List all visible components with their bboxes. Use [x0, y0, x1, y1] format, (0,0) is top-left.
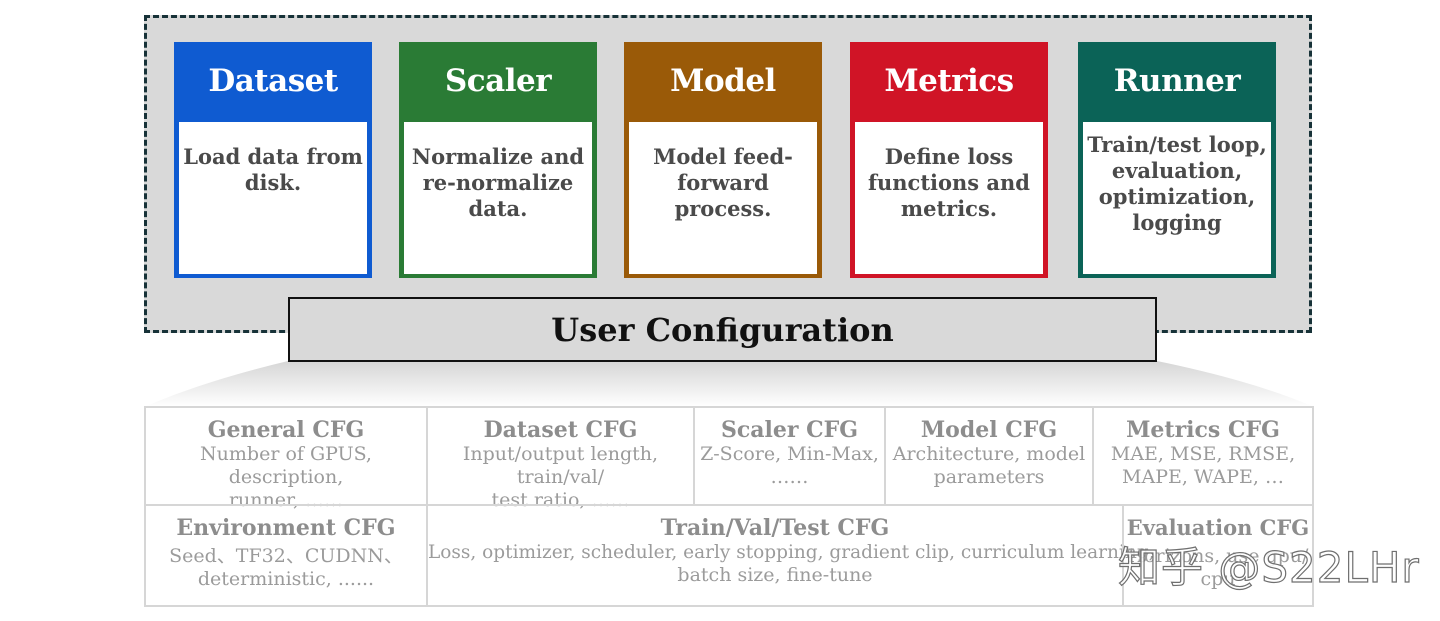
module-desc-line: metrics. — [900, 196, 998, 221]
config-desc-line: Loss, optimizer, scheduler, early stoppi… — [428, 542, 1155, 563]
module-scaler: Scaler Normalize and re-normalize data. — [399, 42, 597, 278]
module-description: Train/test loop, evaluation, optimizatio… — [1083, 122, 1271, 274]
config-cell-evaluation: Evaluation CFG Horizons, use gpu/ cpu — [1122, 504, 1314, 607]
config-desc-line: Input/output length, train/val/ — [462, 443, 659, 488]
module-runner: Runner Train/test loop, evaluation, opti… — [1078, 42, 1276, 278]
watermark-text: 知乎 @S22LHr — [1117, 542, 1420, 592]
module-dataset: Dataset Load data from disk. — [174, 42, 372, 278]
module-title: Scaler — [444, 63, 552, 99]
config-cell-dataset: Dataset CFG Input/output length, train/v… — [426, 406, 695, 511]
module-desc-line: Load data from — [183, 144, 363, 169]
user-configuration-bar: User Configuration — [288, 297, 1157, 362]
config-title: Scaler CFG — [720, 417, 859, 443]
config-desc-line: …… — [770, 466, 809, 488]
module-desc-line: Model feed- — [653, 144, 793, 169]
config-title: Environment CFG — [176, 515, 396, 541]
config-title: Train/Val/Test CFG — [660, 515, 890, 541]
module-metrics: Metrics Define loss functions and metric… — [850, 42, 1048, 278]
module-desc-line: disk. — [244, 170, 302, 195]
module-description: Define loss functions and metrics. — [855, 122, 1043, 274]
config-cell-model: Model CFG Architecture, model parameters — [884, 406, 1094, 506]
module-desc-line: logging — [1132, 210, 1222, 235]
config-desc-line: Z-Score, Min-Max, — [700, 443, 879, 465]
module-desc-line: evaluation, — [1111, 158, 1243, 183]
config-desc-line: Architecture, model — [892, 443, 1086, 465]
config-desc-line: parameters — [933, 466, 1045, 488]
config-desc-line: cpu — [1200, 568, 1236, 590]
config-cell-metrics: Metrics CFG MAE, MSE, RMSE, MAPE, WAPE, … — [1092, 406, 1314, 506]
config-fan-connector — [144, 361, 1314, 407]
module-title: Model — [670, 63, 776, 99]
config-desc-line: MAPE, WAPE, … — [1122, 466, 1284, 488]
module-desc-line: data. — [468, 196, 528, 221]
config-desc-line: Horizons, use gpu/ — [1127, 545, 1309, 567]
config-title: Model CFG — [920, 417, 1058, 443]
config-grid: General CFG Number of GPUS, description,… — [144, 406, 1314, 607]
config-title: Dataset CFG — [483, 417, 638, 443]
config-desc-line: batch size, fine-tune — [677, 564, 873, 586]
config-desc-line: Seed、TF32、CUDNN、 — [169, 545, 403, 567]
module-description: Normalize and re-normalize data. — [404, 122, 592, 274]
module-model: Model Model feed- forward process. — [624, 42, 822, 278]
config-title: Evaluation CFG — [1126, 515, 1310, 540]
config-cell-general: General CFG Number of GPUS, description,… — [144, 406, 428, 511]
module-desc-line: forward process. — [674, 170, 772, 221]
module-desc-line: optimization, — [1098, 184, 1256, 209]
config-title: General CFG — [207, 417, 365, 443]
module-title: Runner — [1113, 63, 1241, 99]
config-cell-environment: Environment CFG Seed、TF32、CUDNN、 determi… — [144, 504, 428, 607]
config-cell-train-val-test: Train/Val/Test CFG Loss, optimizer, sche… — [426, 504, 1155, 607]
module-description: Model feed- forward process. — [629, 122, 817, 274]
module-description: Load data from disk. — [179, 122, 367, 274]
config-title: Metrics CFG — [1126, 417, 1280, 443]
module-desc-line: Train/test loop, — [1087, 132, 1267, 157]
module-title: Metrics — [884, 63, 1014, 99]
config-desc-line: Number of GPUS, description, — [200, 443, 372, 488]
module-desc-line: Define loss — [884, 144, 1014, 169]
config-desc-line: MAE, MSE, RMSE, — [1110, 443, 1296, 465]
module-desc-line: functions and — [867, 170, 1030, 195]
module-desc-line: re-normalize — [422, 170, 574, 195]
config-cell-scaler: Scaler CFG Z-Score, Min-Max, …… — [693, 406, 886, 506]
config-desc-line: deterministic, ...... — [197, 568, 375, 590]
module-desc-line: Normalize and — [411, 144, 585, 169]
module-title: Dataset — [208, 63, 338, 99]
